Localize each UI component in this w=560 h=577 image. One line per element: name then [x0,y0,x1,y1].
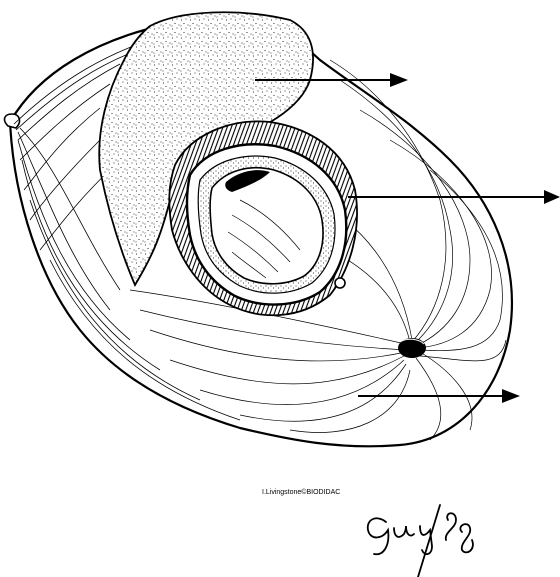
arrow-head-mesocarp [390,73,408,87]
basal-tuft [398,338,426,358]
arrow-head-husk [502,389,520,403]
germ-pore [335,278,345,288]
signature-mark [368,505,473,577]
arrow-head-shell [544,190,560,204]
credit-text: I.Livingstone©BIODIDAC [262,489,340,496]
